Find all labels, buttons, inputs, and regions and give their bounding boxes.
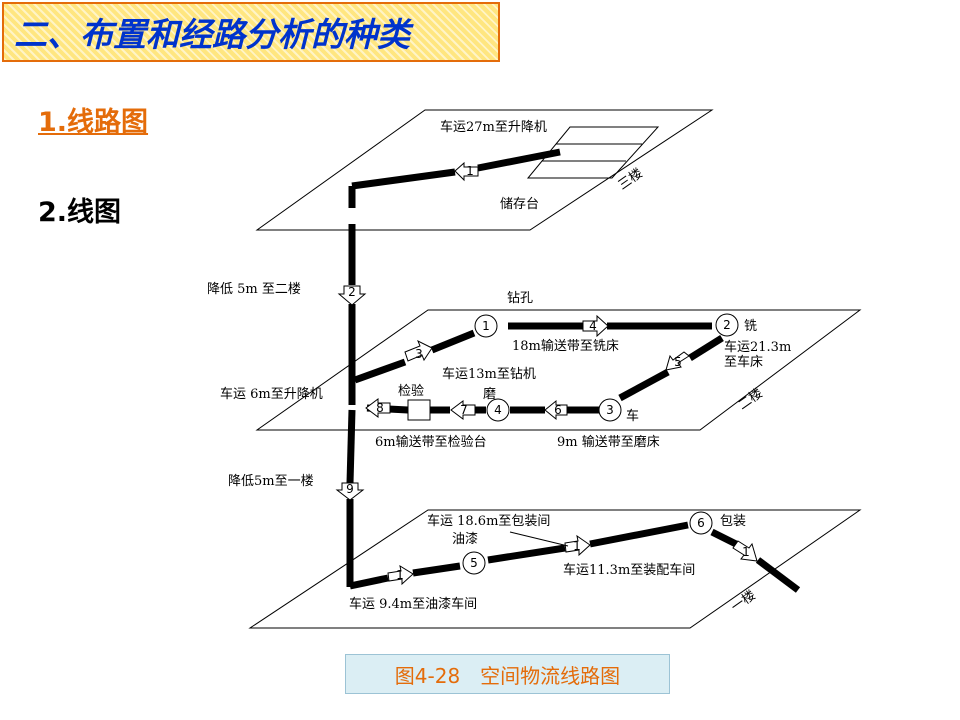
- label-drill: 钻孔: [507, 291, 533, 306]
- svg-text:1: 1: [466, 164, 474, 178]
- arrow-marker-6: 6: [544, 399, 568, 421]
- arrow-marker-5: 5: [665, 351, 690, 371]
- label-lathe: 车: [626, 408, 639, 424]
- label-grind: 磨: [483, 387, 496, 402]
- storage-table: [526, 126, 660, 179]
- label-move-6m: 车运 6m至升降机: [220, 386, 323, 402]
- arrow-marker-8: 8: [365, 398, 391, 418]
- svg-text:1: 1: [742, 545, 750, 559]
- operation-4-grind: 4: [486, 398, 510, 422]
- label-move-21m: 车运21.3m: [724, 339, 791, 355]
- arrow-marker-12: 1: [732, 540, 758, 562]
- svg-text:1: 1: [573, 539, 581, 553]
- svg-text:3: 3: [415, 347, 423, 361]
- arrow-marker-10: 1: [387, 564, 414, 586]
- label-move-27m: 车运27m至升降机: [440, 119, 547, 135]
- arrow-marker-3: 3: [404, 339, 433, 362]
- label-lower-to-1: 降低5m至一楼: [228, 474, 314, 489]
- svg-text:7: 7: [460, 403, 468, 417]
- label-conveyor-9m: 9m 输送带至磨床: [557, 434, 660, 450]
- operation-3-lathe: 3: [598, 398, 622, 422]
- label-move-18m: 车运 18.6m至包装间: [427, 513, 550, 529]
- slide-title-box: 二、布置和经路分析的种类: [2, 2, 500, 62]
- operation-1-drill: 1: [474, 314, 498, 338]
- label-to-lathe: 至车床: [724, 354, 763, 370]
- arrow-marker-2: 2: [337, 285, 367, 306]
- inspection-square: [407, 399, 431, 421]
- arrow-marker-11: 1: [564, 534, 591, 557]
- figure-caption: 图4-28 空间物流线路图: [345, 654, 670, 694]
- label-paint: 油漆: [452, 531, 478, 547]
- leader-line: [509, 531, 569, 547]
- arrow-marker-1: 1: [454, 161, 479, 182]
- label-conveyor-6m: 6m输送带至检验台: [375, 434, 487, 450]
- svg-text:1: 1: [396, 568, 404, 582]
- svg-text:2: 2: [723, 318, 731, 332]
- floor-1-plane: [248, 509, 862, 629]
- floor-3-plane: [255, 109, 714, 231]
- label-move-11m: 车运11.3m至装配车间: [563, 562, 695, 578]
- label-storage: 储存台: [500, 197, 539, 212]
- label-move-13m: 车运13m至钻机: [442, 366, 536, 382]
- svg-text:4: 4: [589, 319, 597, 333]
- svg-text:5: 5: [470, 556, 478, 570]
- label-floor-1: 一楼: [729, 588, 759, 615]
- svg-text:5: 5: [674, 355, 682, 369]
- floor-2-plane: [255, 309, 862, 431]
- arrow-marker-4: 4: [582, 314, 609, 338]
- svg-text:1: 1: [482, 319, 490, 333]
- svg-text:6: 6: [554, 403, 562, 417]
- arrow-marker-9: 9: [335, 482, 365, 501]
- operation-2-mill: 2: [715, 313, 739, 337]
- label-pack: 包装: [720, 514, 746, 529]
- svg-text:9: 9: [346, 482, 354, 496]
- label-move-9m: 车运 9.4m至油漆车间: [349, 596, 477, 612]
- svg-text:6: 6: [697, 516, 705, 530]
- label-conveyor-18m: 18m输送带至铣床: [512, 338, 619, 354]
- slide-title: 二、布置和经路分析的种类: [14, 15, 410, 54]
- svg-text:3: 3: [606, 403, 614, 417]
- svg-text:2: 2: [348, 285, 356, 299]
- svg-text:4: 4: [494, 403, 502, 417]
- operation-6-pack: 6: [689, 511, 713, 535]
- label-inspect: 检验: [398, 383, 424, 399]
- label-floor-2: 二楼: [736, 386, 766, 413]
- svg-text:8: 8: [376, 401, 384, 415]
- label-lower-to-2: 降低 5m 至二楼: [207, 282, 301, 297]
- flow-path: [346, 148, 801, 593]
- operation-5-paint: 5: [462, 551, 486, 575]
- list-item-line-diagram: 2.线图: [38, 197, 122, 228]
- list-item-route-diagram: 1.线路图: [38, 107, 149, 138]
- arrow-marker-7: 7: [450, 400, 476, 420]
- label-mill: 铣: [744, 319, 757, 334]
